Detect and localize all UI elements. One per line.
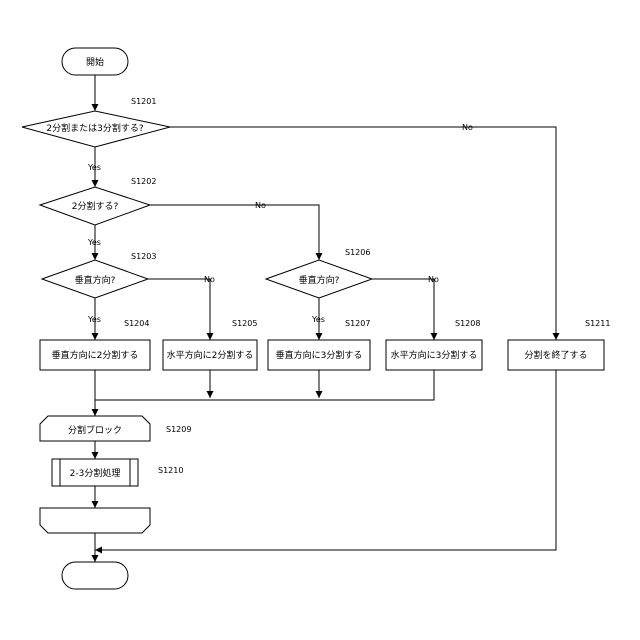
step-label-s1209: S1209 [166, 425, 191, 434]
subprocess-split-2-3-label: 2-3分割処理 [70, 467, 121, 479]
process-end-split: 分割を終了する [508, 340, 604, 370]
edge-labels: Yes No Yes No Yes No Yes No [87, 123, 473, 324]
process-vertical-split-3-label: 垂直方向に3分割する [276, 349, 363, 361]
step-label-s1205: S1205 [232, 319, 257, 328]
edge-d4-p4 [372, 279, 434, 340]
decision-vertical-3: 垂直方向? [266, 260, 372, 298]
process-vertical-split-2: 垂直方向に2分割する [40, 340, 150, 370]
end-terminal [62, 562, 128, 589]
edge-p4-merge [95, 370, 434, 400]
edge-label-no-3: No [204, 275, 215, 284]
edge-label-yes-4: Yes [311, 315, 325, 324]
subprocess-split-2-3: 2-3分割処理 [52, 459, 138, 486]
step-label-s1204: S1204 [124, 319, 149, 328]
edge-d2-d4 [150, 205, 319, 260]
start-terminal: 開始 [62, 48, 128, 75]
step-label-s1210: S1210 [158, 466, 183, 475]
decision-split-2-or-3: 2分割または3分割する? [22, 111, 170, 147]
edge-label-yes-2: Yes [87, 238, 101, 247]
edge-label-no-1: No [462, 123, 473, 132]
loop-end [40, 508, 150, 533]
decision-split-2: 2分割する? [40, 187, 150, 225]
step-label-s1208: S1208 [455, 319, 480, 328]
process-horizontal-split-3: 水平方向に3分割する [386, 340, 482, 370]
edge-label-yes-1: Yes [87, 163, 101, 172]
process-horizontal-split-2: 水平方向に2分割する [163, 340, 257, 370]
start-label: 開始 [86, 56, 104, 68]
process-vertical-split-3: 垂直方向に3分割する [268, 340, 370, 370]
edge-p5-end [95, 370, 556, 550]
process-horizontal-split-2-label: 水平方向に2分割する [167, 349, 254, 361]
step-label-s1211: S1211 [585, 319, 610, 328]
edge-label-no-2: No [255, 201, 266, 210]
edge-label-yes-3: Yes [87, 315, 101, 324]
step-label-s1203: S1203 [131, 252, 156, 261]
decision-vertical-2: 垂直方向? [42, 260, 148, 298]
process-vertical-split-2-label: 垂直方向に2分割する [52, 349, 139, 361]
edge-d3-p2 [148, 279, 210, 340]
step-labels: S1201 S1202 S1203 S1204 S1205 S1206 S120… [124, 97, 610, 475]
process-horizontal-split-3-label: 水平方向に3分割する [391, 349, 478, 361]
step-label-s1201: S1201 [131, 97, 156, 106]
decision-split-2-or-3-label: 2分割または3分割する? [46, 122, 143, 134]
process-end-split-label: 分割を終了する [524, 349, 587, 361]
decision-split-2-label: 2分割する? [72, 200, 119, 212]
edge-d1-p5 [170, 127, 556, 340]
step-label-s1207: S1207 [345, 319, 370, 328]
step-label-s1202: S1202 [131, 177, 156, 186]
edges [95, 75, 556, 562]
decision-vertical-3-label: 垂直方向? [299, 274, 340, 286]
step-label-s1206: S1206 [345, 248, 370, 257]
edge-label-no-4: No [428, 275, 439, 284]
loop-start-label: 分割ブロック [68, 424, 122, 436]
loop-start: 分割ブロック [40, 416, 150, 441]
decision-vertical-2-label: 垂直方向? [75, 274, 116, 286]
